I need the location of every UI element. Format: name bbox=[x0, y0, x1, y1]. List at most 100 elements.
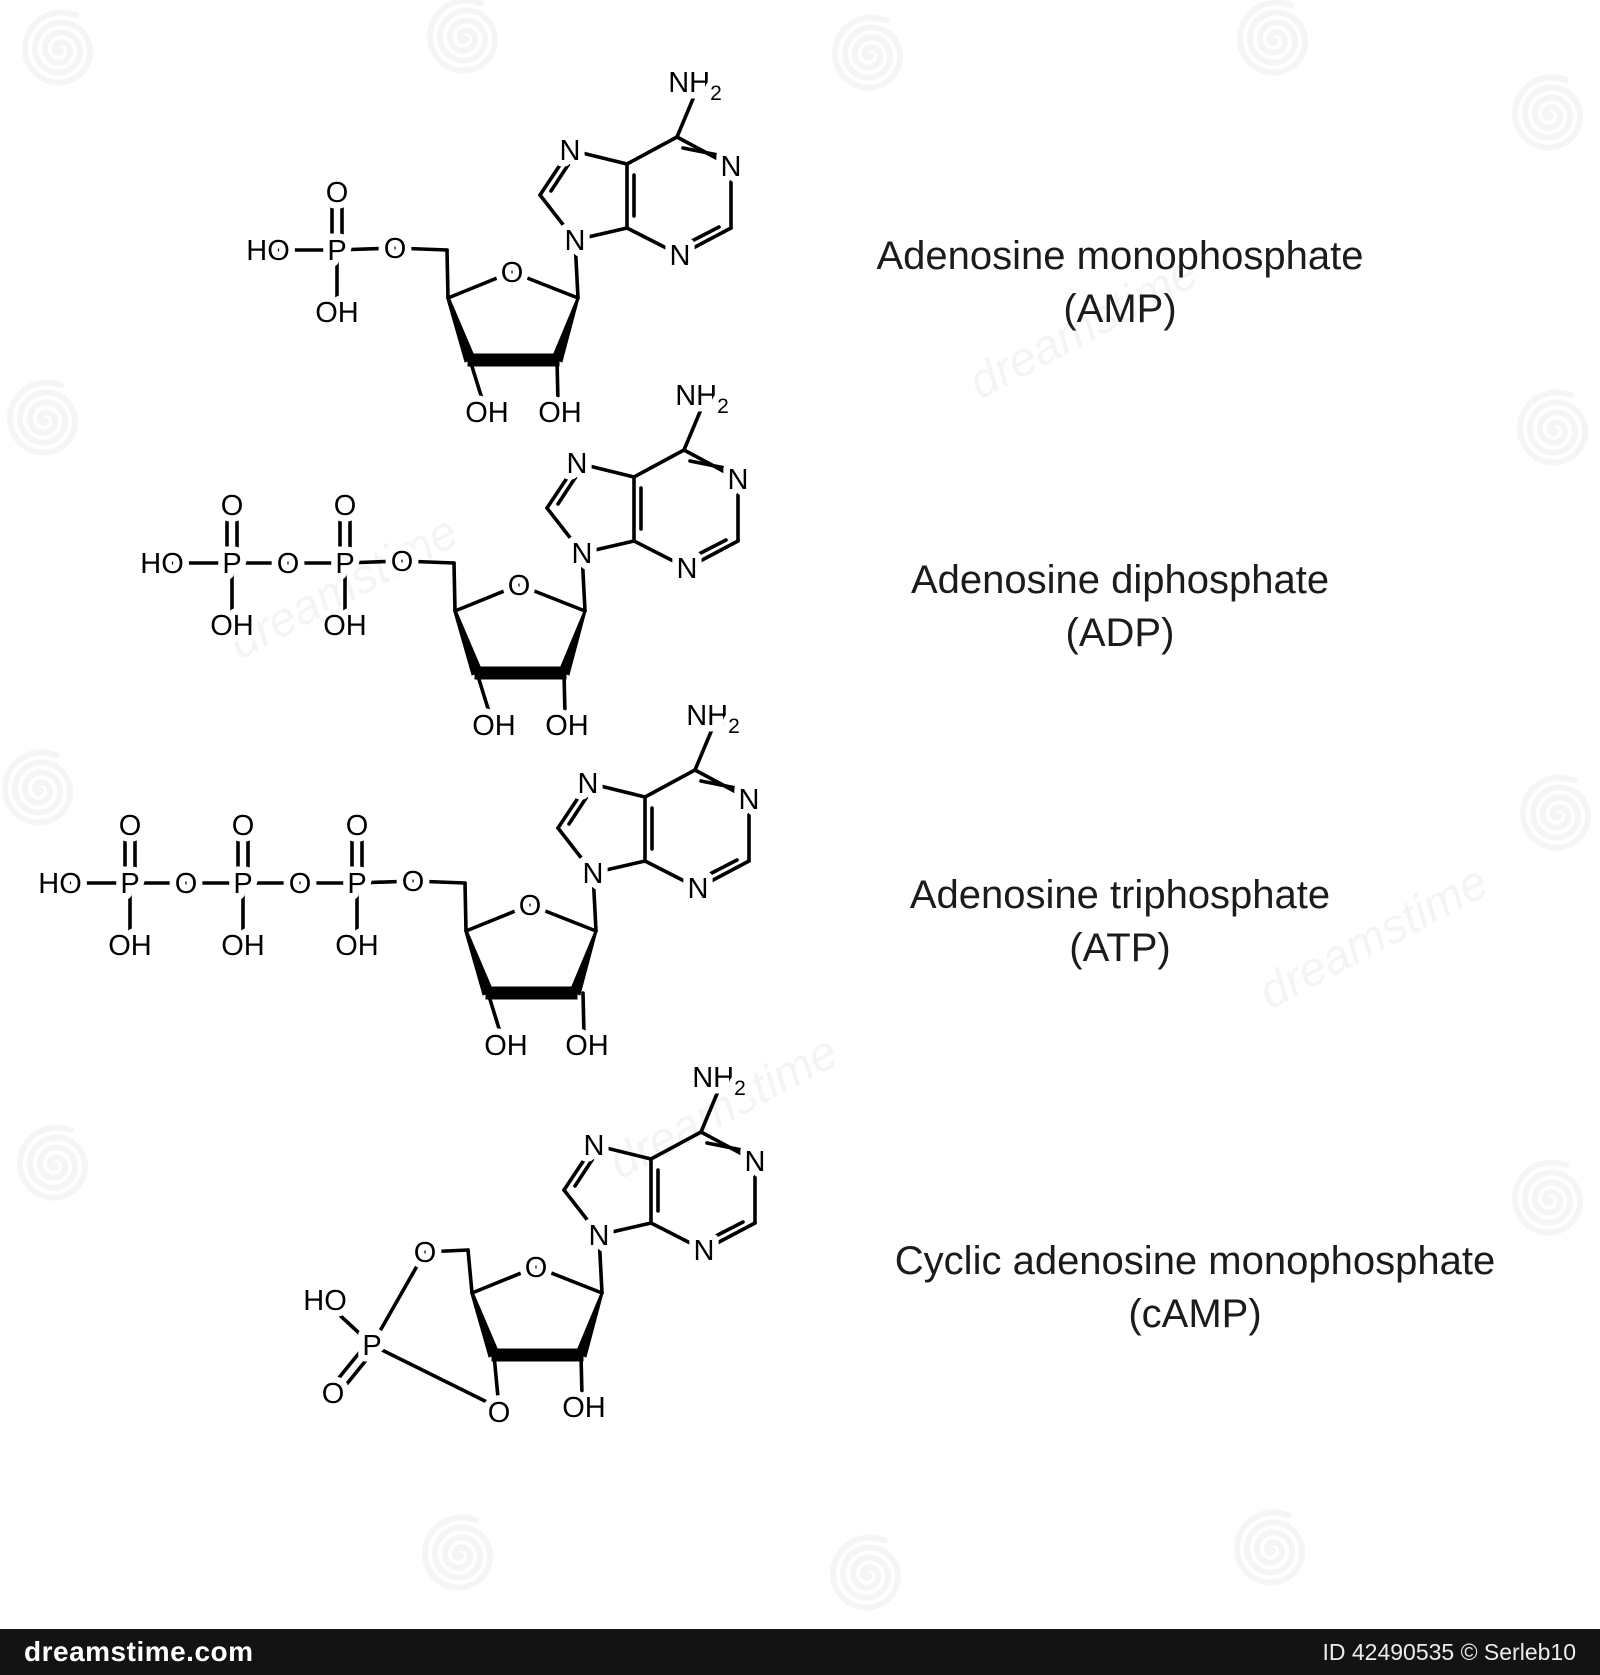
wedge-bond bbox=[569, 930, 598, 996]
atom-label-o: O bbox=[232, 810, 255, 842]
atom-label-n: N bbox=[578, 768, 599, 800]
bond bbox=[492, 1353, 501, 1410]
atom-label-nh2: NH2 bbox=[675, 380, 729, 418]
watermark-spiral-icon bbox=[426, 0, 499, 74]
footer-bar: dreamstime.com ID 42490535 © Serleb10 bbox=[0, 1629, 1600, 1675]
atom-label-oh: OH bbox=[538, 397, 582, 429]
bond bbox=[327, 1340, 370, 1392]
bond bbox=[675, 92, 697, 139]
bond bbox=[597, 1221, 653, 1237]
bond bbox=[693, 725, 715, 772]
bond bbox=[696, 859, 751, 890]
atom-label-o: O bbox=[501, 257, 524, 289]
amp-name: Adenosine monophosphate bbox=[876, 234, 1364, 278]
atom-label-o: O bbox=[488, 1397, 511, 1429]
bond bbox=[556, 826, 595, 875]
bond bbox=[468, 358, 485, 404]
bond bbox=[562, 1188, 601, 1237]
bond bbox=[591, 859, 647, 875]
bond bbox=[573, 226, 629, 242]
atom-label-n: N bbox=[739, 784, 760, 816]
bond bbox=[649, 1130, 703, 1161]
atom-label-o: O bbox=[277, 548, 300, 580]
bond bbox=[632, 448, 686, 479]
atom-label-o: O bbox=[326, 177, 349, 209]
atom-label-oh: OH bbox=[315, 297, 359, 329]
wedge-bond bbox=[575, 1292, 604, 1358]
bond bbox=[445, 248, 450, 300]
atom-label-n: N bbox=[721, 151, 742, 183]
bond bbox=[580, 539, 636, 555]
atom-label-oh: OH bbox=[484, 1030, 528, 1062]
wedge-bond bbox=[485, 986, 578, 1000]
image-credit: ID 42490535 © Serleb10 bbox=[1322, 1638, 1576, 1665]
bond bbox=[699, 779, 738, 790]
amp-abbreviation: (AMP) bbox=[1063, 287, 1177, 331]
bond bbox=[705, 1141, 744, 1152]
bond bbox=[625, 226, 682, 257]
camp-name: Cyclic adenosine monophosphate bbox=[894, 1239, 1496, 1283]
wedge-bond bbox=[470, 1291, 500, 1358]
atom-label-o: O bbox=[384, 233, 407, 265]
atom-label-n: N bbox=[688, 873, 709, 905]
atom-label-ho: HO bbox=[38, 868, 82, 900]
watermark-spiral-icon bbox=[829, 1534, 902, 1611]
atom-label-n: N bbox=[745, 1146, 766, 1178]
bond bbox=[343, 559, 404, 565]
atom-label-n: N bbox=[583, 858, 604, 890]
dreamstime-logo[interactable]: dreamstime.com bbox=[24, 1636, 254, 1667]
bond bbox=[702, 1221, 757, 1252]
atom-label-oh: OH bbox=[210, 610, 254, 642]
atom-label-o: O bbox=[175, 868, 198, 900]
atom-label-n: N bbox=[670, 240, 691, 272]
bond bbox=[538, 148, 572, 197]
bond bbox=[597, 1233, 604, 1295]
bond bbox=[475, 671, 492, 717]
bond bbox=[699, 1087, 721, 1134]
atom-label-o: O bbox=[525, 1252, 548, 1284]
bond bbox=[681, 146, 720, 157]
atom-label-p: P bbox=[233, 868, 252, 900]
bond bbox=[510, 270, 580, 300]
wedge-bond bbox=[453, 609, 483, 676]
wedge-bond bbox=[467, 353, 560, 367]
atom-label-p: P bbox=[347, 868, 366, 900]
atom-label-o: O bbox=[346, 810, 369, 842]
bond bbox=[591, 871, 598, 933]
bond bbox=[370, 1250, 427, 1347]
wedge-bond bbox=[491, 1348, 584, 1362]
bond bbox=[556, 473, 579, 506]
atom-label-ho: HO bbox=[140, 548, 184, 580]
atom-label-oh: OH bbox=[565, 1030, 609, 1062]
atom-label-n: N bbox=[694, 1235, 715, 1267]
bond bbox=[685, 539, 740, 570]
atom-label-o: O bbox=[414, 1237, 437, 1269]
bond bbox=[708, 1220, 745, 1241]
atom-label-p: P bbox=[327, 235, 346, 267]
atom-label-nh2: NH2 bbox=[692, 1062, 746, 1100]
wedge-bond bbox=[474, 666, 567, 680]
atom-label-n: N bbox=[677, 553, 698, 585]
adp-abbreviation: (ADP) bbox=[1065, 611, 1175, 655]
watermark-spiral-icon bbox=[1233, 1509, 1306, 1586]
camp-abbreviation: (cAMP) bbox=[1128, 1292, 1262, 1336]
atom-label-o: O bbox=[322, 1378, 345, 1410]
bond bbox=[466, 1248, 474, 1295]
adp-name: Adenosine diphosphate bbox=[910, 558, 1330, 602]
bond bbox=[545, 506, 584, 555]
watermark-spiral-icon bbox=[831, 14, 904, 91]
label-atp: Adenosine triphosphate (ATP) bbox=[820, 869, 1420, 975]
watermark-spiral-icon bbox=[1, 749, 74, 826]
atom-label-p: P bbox=[335, 548, 354, 580]
bond bbox=[335, 1346, 378, 1398]
atom-label-n: N bbox=[584, 1130, 605, 1162]
bond bbox=[625, 135, 679, 166]
bond bbox=[545, 461, 579, 510]
bond bbox=[556, 781, 590, 830]
atom-label-n: N bbox=[589, 1220, 610, 1252]
atom-label-o: O bbox=[119, 810, 142, 842]
bond bbox=[592, 1143, 653, 1161]
